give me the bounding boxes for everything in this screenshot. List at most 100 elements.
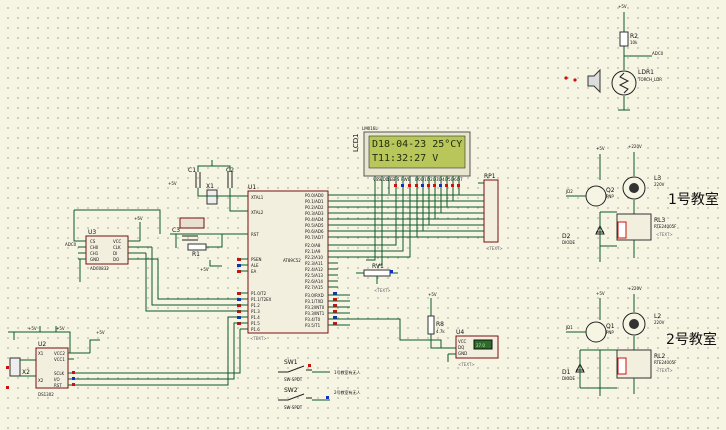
rl2-ref: RL2	[654, 353, 666, 360]
lcd-display[interactable]: LM016L LCD1 D18-04-23 25°CY T11:32:27 V …	[352, 126, 471, 208]
mcu-pin-label: XTAL2	[251, 210, 264, 215]
u4-ref: U4	[456, 329, 464, 336]
mcu-pin-label: ALE	[251, 263, 259, 268]
u4-pin: VCC	[458, 339, 467, 344]
lcd-pin-label: D2	[427, 177, 433, 182]
potentiometer-rv1[interactable]: RV1 <TEXT>	[356, 263, 398, 293]
crystal-oscillator[interactable]: C1 C2 X1	[188, 160, 240, 212]
temp-sensor-u4[interactable]: +5V R8 4.7k U4 VCC DQ GND 27.0 <TEXT>	[427, 292, 499, 367]
u3-pin: CLK	[113, 245, 121, 250]
u2-pin: RST	[54, 383, 62, 388]
r2-val: 10k	[630, 40, 638, 45]
lcd-pin-label: D3	[433, 177, 439, 182]
reset-vcc: +5V	[200, 267, 209, 272]
ldr-vcc: +5V	[618, 4, 627, 9]
lcd-screen	[368, 135, 466, 169]
mcu-pin-label: P2.0/A8	[305, 243, 321, 248]
c3-plates	[182, 235, 198, 241]
rl2-text: <TEXT>	[656, 368, 673, 373]
speaker-icon[interactable]	[587, 68, 601, 94]
u2-pin: SCLK	[54, 371, 65, 376]
u4-pin: DQ	[458, 345, 464, 350]
ldr-circuit[interactable]: +5V R2 10k ADC0 LDR1 TORCH_LDR	[564, 4, 664, 111]
mcu-pin-label: PSEN	[251, 257, 261, 262]
relay-rl3-coil	[617, 221, 627, 239]
sw2-symbol	[278, 393, 312, 401]
transistor-q1	[585, 321, 607, 343]
r1-label: R1	[192, 251, 200, 258]
sw2-ref: SW2	[284, 387, 298, 394]
q2-jd: JD2	[565, 189, 573, 194]
transistor-q2	[585, 185, 607, 207]
u3-pin: GND	[90, 257, 99, 262]
r8-body	[427, 315, 435, 335]
reset-circuit[interactable]: C3 R1 +5V +5V	[168, 181, 240, 272]
lcd-pin-label: RW	[401, 177, 408, 182]
mcu-pin-label: P0.0/AD0	[305, 193, 324, 198]
mcu-pin-label: P1.1/T2EX	[251, 297, 272, 302]
l3-ref: L3	[654, 175, 661, 182]
r2-body	[619, 31, 629, 47]
u2-vcc-a: +5V	[28, 326, 37, 331]
l3-val: 220V	[654, 182, 665, 187]
crystal-wires	[197, 160, 240, 212]
mcu-pin-label: P3.3/INT1	[305, 311, 325, 316]
rl3-ref: RL3	[654, 217, 666, 224]
mcu-pin-label: EA	[251, 269, 257, 274]
rtc-u2[interactable]: U2 DS1302 X1 X2 VCC2 VCC1 SCLK I/O RST X…	[6, 316, 241, 397]
data-bus-wires	[338, 190, 484, 348]
sw1-note: 1号教室有无人	[334, 369, 361, 375]
room2-relay-circuit[interactable]: +220V +5V L2 220V Q1 PNP JD1 RL2 RTE2400…	[562, 286, 677, 396]
room1-vcc220: +220V	[628, 144, 642, 149]
resistor-pack-rp1[interactable]: RP1 <TEXT>	[478, 173, 503, 251]
mcu-text-placeholder: <TEXT>	[250, 336, 267, 341]
room2-vcc: +5V	[596, 291, 605, 296]
mcu-left-pins	[240, 195, 248, 330]
reset-button[interactable]	[179, 217, 205, 229]
lcd-pin-label: D4	[439, 177, 445, 182]
mcu-pin-label: P3.1/TXD	[305, 299, 323, 304]
mcu-pin-label: P1.2	[251, 303, 260, 308]
room1-wires	[599, 152, 635, 262]
ldr-tap-label: ADC0	[652, 51, 664, 56]
d2-ref: D2	[562, 233, 571, 240]
mcu-pin-label: P2.5/A13	[305, 273, 323, 278]
lcd-pin-label: D5	[445, 177, 451, 182]
lcd-pin-label: RS	[394, 177, 400, 182]
room2-label: 2号教室	[666, 331, 717, 348]
mcu-u1[interactable]: U1 AT89C52 <TEXT> XTAL1 XTAL2 RST PSEN A…	[237, 184, 338, 341]
u2-pin-markers	[6, 366, 75, 389]
room2-vcc220: +220V	[628, 286, 642, 291]
mcu-pin-label: P0.2/AD2	[305, 205, 324, 210]
mcu-pin-label: P3.4/T0	[305, 317, 321, 322]
u2-pin: VCC2	[54, 351, 65, 356]
mcu-pin-label: P2.2/A10	[305, 255, 323, 260]
c3-label: C3	[172, 227, 180, 234]
mcu-pin-label: P0.3/AD3	[305, 211, 324, 216]
u2-vcc-c: +5V	[96, 330, 105, 335]
mcu-ref: U1	[248, 184, 256, 191]
u3-part: ADC0832	[90, 266, 109, 271]
rv1-text: <TEXT>	[374, 288, 391, 293]
r8-ref: R8	[436, 321, 444, 328]
u2-pin: VCC1	[54, 357, 65, 362]
lamp-l2-core	[629, 319, 639, 329]
battery-wires	[8, 326, 71, 353]
q2-part: PNP	[606, 194, 614, 199]
switch-sw2[interactable]: SW2 SW-SPDT 2号教室有无人	[278, 387, 361, 410]
switch-sw1[interactable]: SW1 SW-SPDT 1号教室有无人	[278, 359, 361, 382]
u3-pin: CH1	[90, 251, 99, 256]
adc-u3[interactable]: U3 ADC0832 CS CH0 CH1 GND VCC CLK DI DO …	[65, 209, 240, 312]
room1-relay-circuit[interactable]: +220V +5V L3 220V Q2 PNP JD2 RL3 RTE2400…	[562, 144, 677, 262]
u3-pins	[78, 240, 158, 260]
rl2-part: RTE24005F	[654, 360, 677, 365]
u2-body	[35, 347, 69, 389]
mcu-pin-label: P0.1/AD1	[305, 199, 324, 204]
r8-val: 4.7k	[436, 329, 445, 334]
mcu-pin-label: P3.2/INT0	[305, 305, 325, 310]
lcd-line-2: T11:32:27 V	[372, 153, 438, 164]
light-dot	[573, 78, 577, 82]
lamp-l3-core	[629, 183, 639, 193]
